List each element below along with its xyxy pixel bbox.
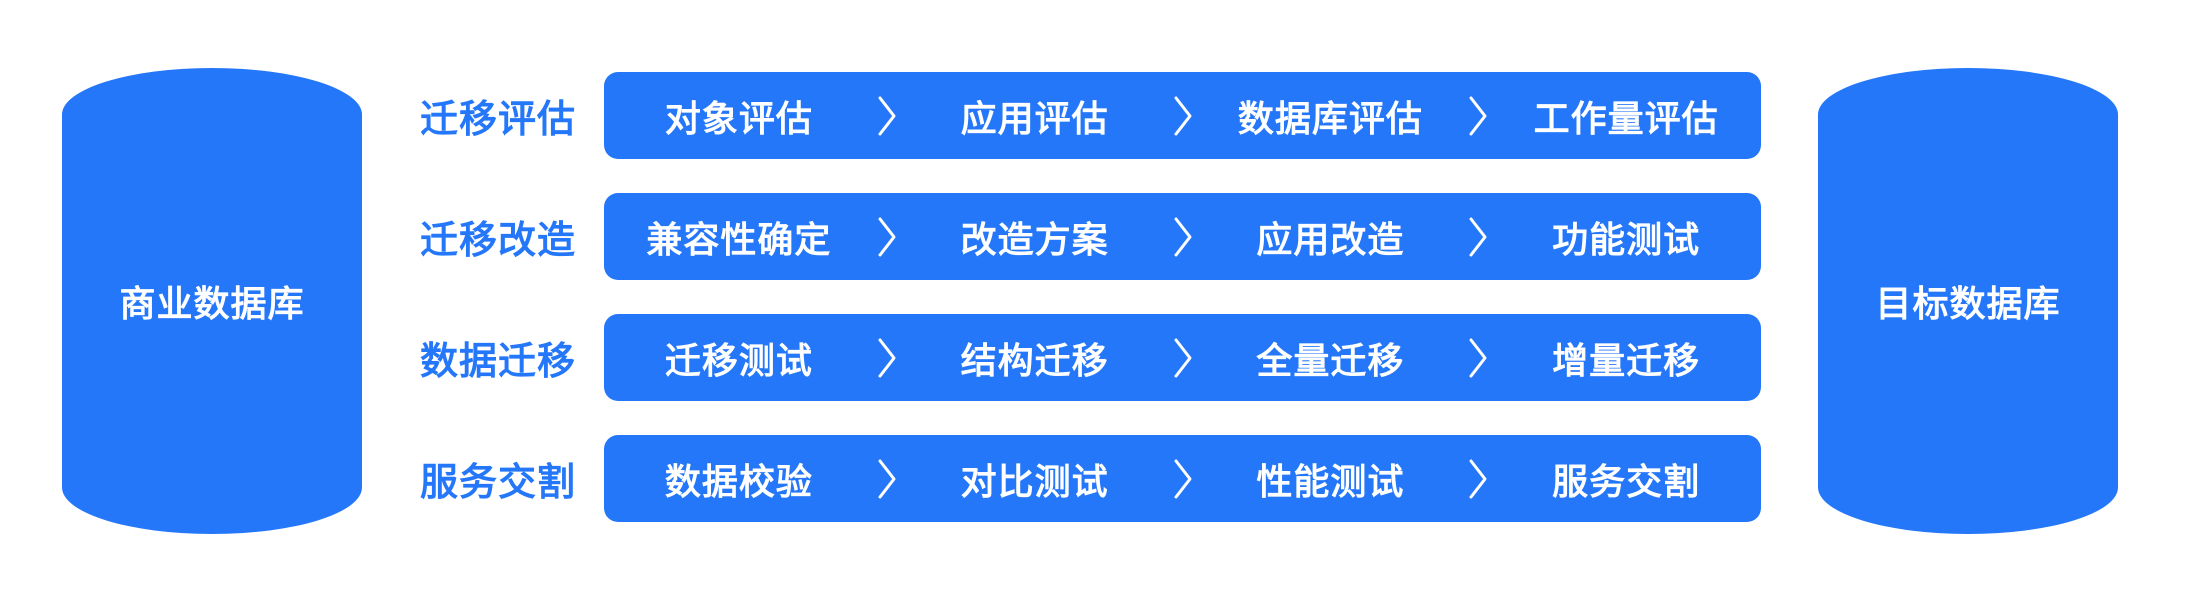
step-label: 功能测试 xyxy=(1552,218,1701,260)
phase-label: 迁移改造 xyxy=(419,220,576,262)
phase-row-transformation: 迁移改造 兼容性确定 改造方案 应用改造 功能测试 xyxy=(400,193,1761,280)
step-label: 应用评估 xyxy=(960,97,1109,139)
phase-row-data-migration: 数据迁移 迁移测试 结构迁移 全量迁移 增量迁移 xyxy=(400,314,1761,401)
phase-row-service-handover: 服务交割 数据校验 对比测试 性能测试 服务交割 xyxy=(400,435,1761,522)
target-database-cylinder: 目标数据库 xyxy=(1818,68,2118,534)
chevron-right-icon xyxy=(1465,457,1491,501)
chevron-right-icon xyxy=(874,457,900,501)
step-label: 数据校验 xyxy=(664,460,813,502)
phase-label: 服务交割 xyxy=(419,462,576,504)
step-label: 应用改造 xyxy=(1256,218,1405,260)
phase-row-assessment: 迁移评估 对象评估 应用评估 数据库评估 工作量评估 xyxy=(400,72,1761,159)
step-label: 对比测试 xyxy=(960,460,1109,502)
phase-label: 数据迁移 xyxy=(419,341,576,383)
step-label: 数据库评估 xyxy=(1237,97,1423,139)
chevron-right-icon xyxy=(1170,336,1196,380)
step-label: 全量迁移 xyxy=(1256,339,1405,381)
step-label: 迁移测试 xyxy=(664,339,813,381)
phase-rows: 迁移评估 对象评估 应用评估 数据库评估 工作量评估 迁移改造 xyxy=(400,72,1761,522)
step-label: 服务交割 xyxy=(1552,460,1701,502)
phase-bar: 兼容性确定 改造方案 应用改造 功能测试 xyxy=(604,193,1761,280)
step-label: 结构迁移 xyxy=(960,339,1109,381)
chevron-right-icon xyxy=(874,215,900,259)
chevron-right-icon xyxy=(1170,457,1196,501)
step-label: 兼容性确定 xyxy=(646,218,832,260)
step-label: 工作量评估 xyxy=(1533,97,1719,139)
phase-bar: 对象评估 应用评估 数据库评估 工作量评估 xyxy=(604,72,1761,159)
target-database-label: 目标数据库 xyxy=(1875,283,2061,324)
step-label: 增量迁移 xyxy=(1552,339,1701,381)
source-database-cylinder: 商业数据库 xyxy=(62,68,362,534)
phase-label: 迁移评估 xyxy=(419,99,576,141)
chevron-right-icon xyxy=(874,94,900,138)
phase-bar: 数据校验 对比测试 性能测试 服务交割 xyxy=(604,435,1761,522)
phase-bar: 迁移测试 结构迁移 全量迁移 增量迁移 xyxy=(604,314,1761,401)
chevron-right-icon xyxy=(1465,94,1491,138)
step-label: 改造方案 xyxy=(960,218,1109,260)
chevron-right-icon xyxy=(1170,215,1196,259)
chevron-right-icon xyxy=(1170,94,1196,138)
step-label: 对象评估 xyxy=(664,97,813,139)
step-label: 性能测试 xyxy=(1256,460,1405,502)
chevron-right-icon xyxy=(1465,215,1491,259)
chevron-right-icon xyxy=(874,336,900,380)
source-database-label: 商业数据库 xyxy=(119,283,305,324)
chevron-right-icon xyxy=(1465,336,1491,380)
